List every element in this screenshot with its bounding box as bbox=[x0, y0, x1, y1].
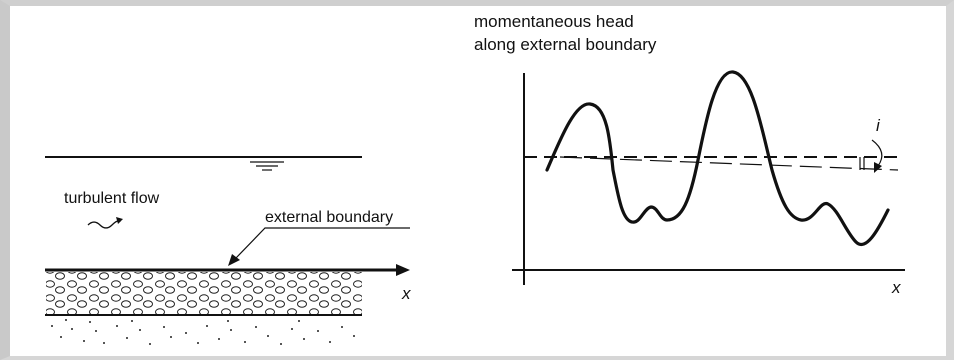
subsoil-speckle bbox=[51, 319, 355, 345]
slope-label-i: i bbox=[876, 116, 881, 135]
left-x-axis-label: x bbox=[401, 284, 411, 303]
wavy-arrow-icon bbox=[88, 217, 123, 228]
x-axis-arrowhead bbox=[396, 264, 410, 276]
boundary-pointer-arrow bbox=[228, 228, 410, 266]
turbulent-flow-label: turbulent flow bbox=[64, 190, 160, 207]
external-boundary-label: external boundary bbox=[265, 209, 393, 226]
gravel-bed bbox=[46, 272, 362, 314]
right-x-axis-label: x bbox=[891, 278, 901, 297]
right-panel: momentaneous head along external boundar… bbox=[474, 12, 905, 297]
water-level-symbol bbox=[250, 162, 284, 170]
left-panel: turbulent flow external boundary bbox=[45, 157, 411, 345]
chart-title-line1: momentaneous head bbox=[474, 12, 634, 31]
chart-title-line2: along external boundary bbox=[474, 35, 657, 54]
